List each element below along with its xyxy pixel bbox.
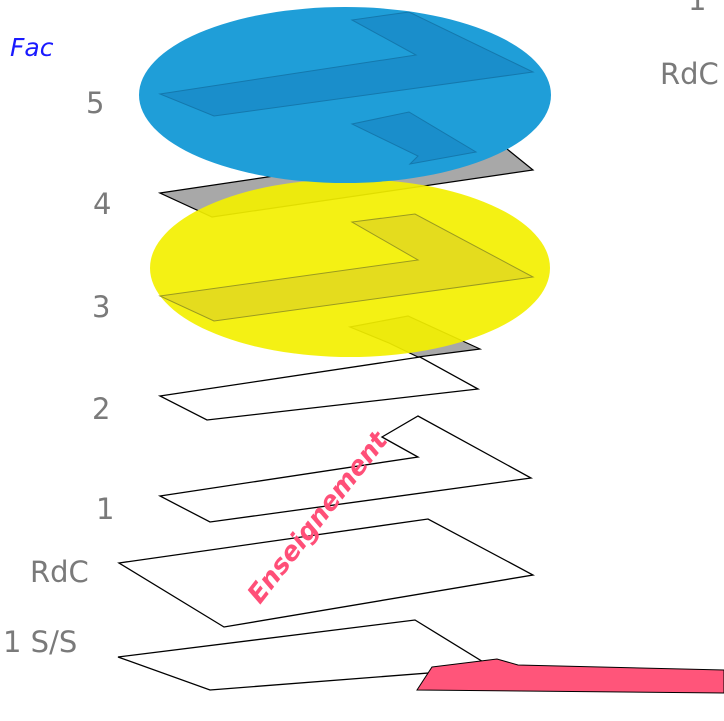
level-label-4: 4	[93, 187, 111, 221]
level-label-5: 5	[86, 86, 104, 120]
floor-plate-1	[157, 415, 534, 523]
floor-plate-5-extension	[350, 111, 478, 165]
corridor-shape	[416, 658, 724, 694]
floor-plate-2	[157, 356, 481, 421]
level-label-rdc: RdC	[30, 555, 89, 589]
right-label-rdc: RdC	[660, 57, 719, 91]
level-label-2: 2	[92, 392, 110, 426]
diagram-title: Fac	[10, 33, 54, 62]
level-label-3: 3	[92, 290, 110, 324]
floor-plate-3	[158, 213, 535, 322]
right-label-1: 1	[688, 0, 706, 17]
diagonal-label-enseignement: Enseignement	[242, 425, 395, 609]
floor-plate-rdc	[117, 518, 535, 628]
floor-plate-5	[158, 11, 535, 117]
level-label-sous-sol: 1 S/S	[3, 625, 77, 659]
level-label-1: 1	[96, 492, 114, 526]
